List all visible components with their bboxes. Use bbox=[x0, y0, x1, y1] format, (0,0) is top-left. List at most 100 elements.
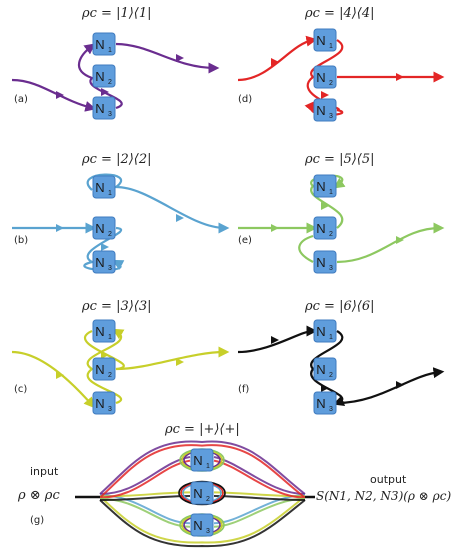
node-letter: N bbox=[316, 396, 325, 411]
node-letter: N bbox=[316, 33, 325, 48]
arrow-head bbox=[271, 224, 279, 232]
arrow-head bbox=[396, 236, 404, 244]
node-box bbox=[313, 174, 337, 198]
node-box bbox=[313, 65, 337, 89]
trajectory-path bbox=[115, 42, 220, 74]
node-box bbox=[190, 513, 214, 537]
arrow-head bbox=[101, 88, 109, 96]
arrow-head bbox=[321, 91, 329, 99]
trajectory-path bbox=[310, 330, 346, 407]
node-subscript: 1 bbox=[108, 47, 112, 54]
node-letter: N bbox=[95, 255, 104, 270]
node-subscript: 1 bbox=[329, 334, 333, 341]
node-subscript: 3 bbox=[329, 113, 333, 120]
node-box bbox=[92, 357, 116, 381]
state-title-f: ρc = |6⟩⟨6| bbox=[304, 299, 375, 314]
node-box bbox=[92, 391, 116, 415]
trajectory-path bbox=[11, 78, 97, 112]
arrow-head bbox=[56, 91, 64, 99]
node-letter: N bbox=[95, 101, 104, 116]
node-letter: N bbox=[316, 362, 325, 377]
path-layer bbox=[11, 35, 440, 548]
node-letter: N bbox=[95, 221, 104, 236]
node-letter: N bbox=[95, 69, 104, 84]
output-expression: S(N1, N2, N3)(ρ ⊗ ρc) bbox=[316, 489, 451, 503]
node-letter: N bbox=[193, 518, 202, 533]
node-subscript: 3 bbox=[329, 406, 333, 413]
node-letter: N bbox=[316, 324, 325, 339]
node-subscript: 2 bbox=[108, 231, 112, 238]
node-letter: N bbox=[95, 180, 104, 195]
node-box bbox=[92, 175, 116, 199]
superposed-path bbox=[99, 495, 306, 544]
node-subscript: 3 bbox=[108, 406, 112, 413]
node-box bbox=[313, 216, 337, 240]
superposed-path bbox=[213, 456, 306, 495]
arrow-head bbox=[396, 73, 404, 81]
node-subscript: 1 bbox=[329, 189, 333, 196]
arrow-head bbox=[176, 214, 184, 222]
node-subscript: 3 bbox=[329, 265, 333, 272]
arrow-head bbox=[176, 54, 184, 62]
arrow-head bbox=[321, 384, 329, 392]
output-label: output bbox=[370, 473, 407, 486]
superposed-path bbox=[99, 440, 306, 495]
panel-label-e: (e) bbox=[238, 235, 252, 246]
arrow-head bbox=[56, 371, 64, 379]
node-letter: N bbox=[316, 70, 325, 85]
trajectory-path bbox=[237, 325, 318, 354]
state-title-c: ρc = |3⟩⟨3| bbox=[81, 299, 152, 314]
arrow-head bbox=[271, 58, 279, 66]
node-box bbox=[92, 216, 116, 240]
node-letter: N bbox=[95, 396, 104, 411]
node-letter: N bbox=[95, 362, 104, 377]
node-box bbox=[92, 319, 116, 343]
trajectory-path bbox=[237, 35, 318, 82]
node-box bbox=[190, 481, 214, 505]
trajectory-path bbox=[86, 173, 230, 234]
node-box bbox=[92, 32, 116, 56]
trajectory-path bbox=[86, 328, 125, 405]
superposed-path bbox=[99, 456, 191, 495]
trajectory-path bbox=[11, 350, 95, 409]
node-box bbox=[313, 250, 337, 274]
panel-label-f: (f) bbox=[238, 384, 249, 395]
arrow-head bbox=[56, 224, 64, 232]
superposed-path bbox=[213, 497, 306, 528]
trajectory-path bbox=[310, 174, 346, 229]
state-title-g: ρc = |+⟩⟨+| bbox=[164, 422, 240, 437]
node-subscript: 3 bbox=[108, 111, 112, 118]
panel-label-a: (a) bbox=[14, 94, 28, 105]
node-box bbox=[313, 98, 337, 122]
arrow-head bbox=[176, 358, 184, 366]
node-subscript: 2 bbox=[329, 80, 333, 87]
node-subscript: 2 bbox=[329, 372, 333, 379]
arrow-head bbox=[321, 202, 329, 210]
arrow-head bbox=[101, 351, 109, 359]
node-letter: N bbox=[95, 37, 104, 52]
arrow-head bbox=[101, 243, 109, 251]
node-letter: N bbox=[316, 221, 325, 236]
node-box bbox=[313, 319, 337, 343]
input-expression: ρ ⊗ ρc bbox=[17, 488, 60, 503]
node-box bbox=[92, 250, 116, 274]
node-letter: N bbox=[193, 453, 202, 468]
node-subscript: 3 bbox=[108, 265, 112, 272]
node-subscript: 1 bbox=[206, 463, 210, 470]
